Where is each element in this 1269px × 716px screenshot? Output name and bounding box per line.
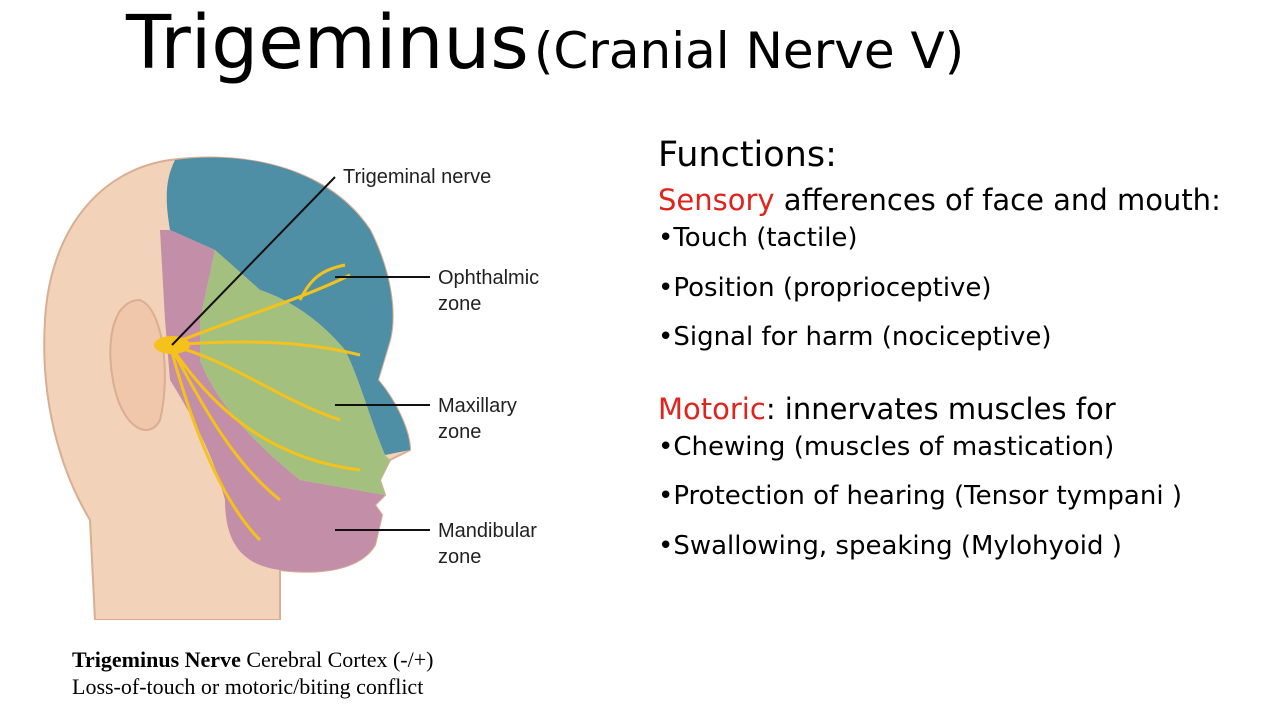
maxillary-zone [200,250,390,495]
sensory-item: •Touch (tactile) [658,223,858,253]
motoric-rest: : innervates muscles for [765,391,1116,426]
trigeminal-nerve-branches [168,263,361,542]
title-main: Trigeminus [126,0,529,86]
motoric-item: •Chewing (muscles of mastication) [658,431,1115,462]
sensory-item: •Position (proprioceptive) [658,272,992,303]
motoric-keyword: Motoric [658,391,766,426]
sensory-keyword: Sensory [658,183,775,217]
slide-title: Trigeminus (Cranial Nerve V) [126,0,964,86]
label-mandibular: Mandibular [438,520,537,542]
ophthalmic-zone [166,157,410,455]
caption-line2: Loss-of-touch or motoric/biting conflict [72,674,424,699]
trigeminal-zones-illustration: Trigeminal nerve Ophthalmic zone Maxilla… [43,156,539,620]
mandibular-zone [160,230,385,572]
motoric-item: •Swallowing, speaking (Mylohyoid ) [658,530,1122,561]
sensory-rest: afferences of face and mouth: [774,183,1221,217]
functions-panel: Functions: Sensory afferences of face an… [658,135,1221,580]
motoric-item: •Protection of hearing (Tensor tympani ) [658,481,1182,511]
caption-bold: Trigeminus Nerve [72,647,241,672]
figure-caption: Trigeminus Nerve Cerebral Cortex (-/+) L… [72,646,433,700]
label-mandibular-zone: zone [438,546,481,568]
label-trigeminal-nerve: Trigeminal nerve [343,166,491,188]
label-maxillary: Maxillary [438,395,517,417]
functions-heading: Functions: [658,135,837,175]
label-ophthalmic: Ophthalmic [438,267,539,289]
motoric-heading: Motoric: innervates muscles for [658,392,1221,426]
title-sub: (Cranial Nerve V) [533,22,965,80]
sensory-item: •Signal for harm (nociceptive) [658,322,1052,352]
sensory-heading: Sensory afferences of face and mouth: [658,183,1221,217]
label-ophthalmic-zone: zone [438,293,481,315]
caption-rest: Cerebral Cortex (-/+) [240,647,434,672]
label-maxillary-zone: zone [438,421,481,443]
